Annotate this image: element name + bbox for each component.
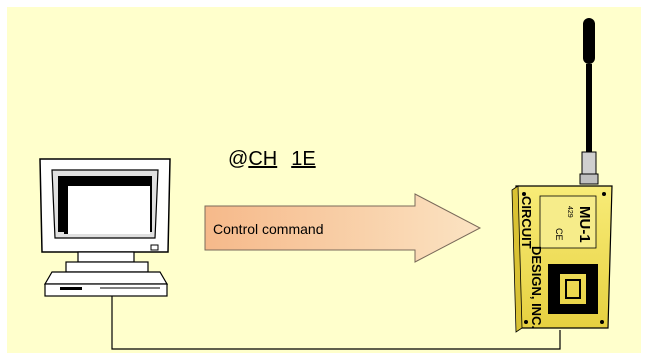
- module-logo: [548, 264, 598, 314]
- module-submodel: 429: [566, 206, 573, 218]
- ce-mark: CE: [554, 228, 564, 241]
- module-brand-line1: CIRCUIT: [519, 196, 534, 249]
- command-value: 1E: [291, 148, 315, 170]
- computer-icon: [39, 158, 171, 297]
- arrow-label: Control command: [213, 221, 324, 237]
- command-name: CH: [248, 148, 277, 170]
- radio-module-icon: CIRCUIT DESIGN, INC. MU-1 429 CE: [511, 18, 613, 333]
- module-brand-line2: DESIGN, INC.: [529, 246, 544, 329]
- command-text: @CH 1E: [228, 148, 316, 170]
- command-prefix: @: [228, 148, 248, 170]
- module-model: MU-1: [576, 206, 593, 243]
- antenna-icon: [579, 18, 599, 185]
- control-command-arrow: Control command: [204, 193, 482, 263]
- connection-cable: [111, 296, 561, 350]
